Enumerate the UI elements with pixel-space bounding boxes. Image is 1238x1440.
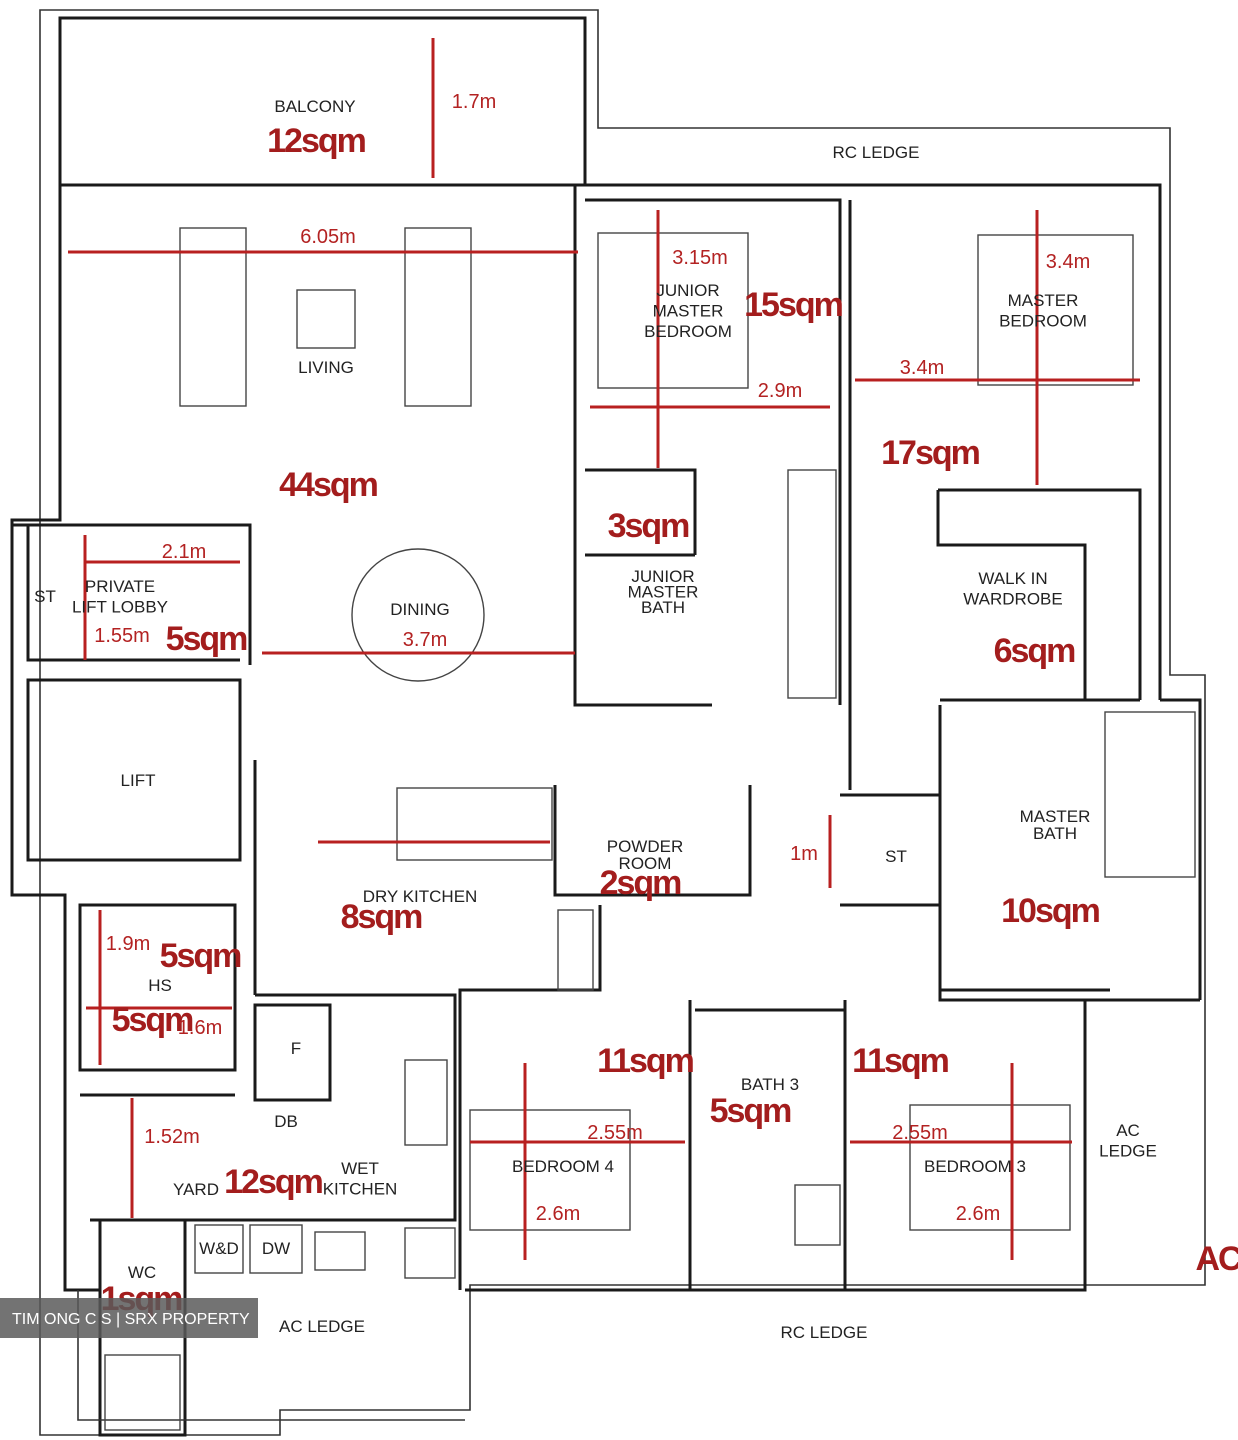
label-line: POWDER <box>607 837 684 856</box>
area-bath3: 5sqm <box>710 1092 792 1130</box>
label-line: BEDROOM <box>644 322 732 341</box>
label-line: LEDGE <box>1099 1141 1157 1160</box>
dim-bed4-depth: 2.6m <box>536 1203 580 1225</box>
watermark: TIM ONG C S | SRX PROPERTY <box>0 1298 258 1338</box>
dim-lobby-depth: 1.55m <box>94 625 150 647</box>
dim-bed3-width: 2.55m <box>892 1122 948 1144</box>
label-rc-ledge-bottom: RC LEDGE <box>781 1323 868 1342</box>
label-f: F <box>291 1039 301 1058</box>
dim-lobby-width: 2.1m <box>162 541 206 563</box>
dim-yard-depth: 1.52m <box>144 1126 200 1148</box>
outer-walls <box>10 9 1206 1437</box>
dim-balcony-depth: 1.7m <box>452 91 496 113</box>
label-line: WET <box>341 1159 379 1178</box>
area-bed4: 11sqm <box>597 1042 694 1080</box>
dim-master-width: 3.4m <box>900 357 944 379</box>
label-bath3: BATH 3 <box>741 1075 799 1094</box>
label-line: AC <box>1116 1121 1140 1140</box>
label-lift: LIFT <box>121 771 156 790</box>
label-line: PRIVATE <box>85 577 155 596</box>
label-line: MASTER <box>653 301 724 320</box>
dim-hs-width: 1.6m <box>178 1017 222 1039</box>
area-master: 17sqm <box>881 434 979 472</box>
area-dry-kitchen: 8sqm <box>341 898 423 936</box>
dim-living-width: 6.05m <box>300 226 356 248</box>
label-wd: W&D <box>199 1239 239 1258</box>
area-labels: 12sqm 15sqm 44sqm 17sqm 3sqm 6sqm 5sqm 1… <box>101 122 1102 1318</box>
label-line: BEDROOM <box>999 311 1087 330</box>
label-bedroom4: BEDROOM 4 <box>512 1157 614 1176</box>
area-jmb-bath: 3sqm <box>608 507 690 545</box>
label-dw: DW <box>262 1239 290 1258</box>
area-hs: 5sqm <box>160 937 242 975</box>
label-yard: YARD <box>173 1180 219 1199</box>
label-line: MASTER <box>628 583 699 602</box>
dimension-lines <box>68 38 1140 1260</box>
furniture <box>104 227 1196 1431</box>
interior-walls <box>12 185 1142 1290</box>
label-line: WALK IN <box>978 569 1047 588</box>
label-line: BATH <box>641 598 685 617</box>
label-st-center: ST <box>885 847 907 866</box>
label-line: BATH <box>1033 824 1077 843</box>
dim-jmb-width: 2.9m <box>758 380 802 402</box>
label-hs: HS <box>148 976 172 995</box>
label-rc-ledge-top: RC LEDGE <box>833 143 920 162</box>
area-jmb: 15sqm <box>744 286 842 324</box>
label-line: JUNIOR <box>631 567 694 586</box>
label-wc: WC <box>128 1263 156 1282</box>
dim-jmb-depth: 3.15m <box>672 247 728 269</box>
label-line: ROOM <box>619 854 672 873</box>
label-line: KITCHEN <box>323 1179 398 1198</box>
dim-bed3-depth: 2.6m <box>956 1203 1000 1225</box>
area-master-bath: 10sqm <box>1001 892 1099 930</box>
label-living: LIVING <box>298 358 354 377</box>
label-line: JUNIOR <box>656 281 719 300</box>
watermark-text: TIM ONG C S | SRX PROPERTY <box>12 1311 250 1328</box>
dim-st-depth: 1m <box>790 843 818 865</box>
area-bed3: 11sqm <box>852 1042 949 1080</box>
label-balcony: BALCONY <box>274 97 355 116</box>
label-dry-kitchen: DRY KITCHEN <box>363 887 478 906</box>
label-line: LIFT LOBBY <box>72 597 168 616</box>
area-hs2: 5sqm <box>112 1001 194 1039</box>
dim-dining-width: 3.7m <box>403 629 447 651</box>
dim-hs-depth: 1.9m <box>106 933 150 955</box>
area-lobby: 5sqm <box>166 620 248 658</box>
label-db: DB <box>274 1112 298 1131</box>
label-dining: DINING <box>390 600 450 619</box>
label-line: MASTER <box>1020 807 1091 826</box>
label-st-left: ST <box>34 587 56 606</box>
label-bedroom3: BEDROOM 3 <box>924 1157 1026 1176</box>
dim-master-depth: 3.4m <box>1046 251 1090 273</box>
dim-bed4-width: 2.55m <box>587 1122 643 1144</box>
label-line: WARDROBE <box>963 589 1063 608</box>
label-line: MASTER <box>1008 291 1079 310</box>
label-ac-ledge-bottom: AC LEDGE <box>279 1317 365 1336</box>
area-wet-kitchen: 12sqm <box>224 1163 322 1201</box>
label-ac-side: AC <box>1195 1240 1238 1278</box>
area-balcony: 12sqm <box>267 122 365 160</box>
dimension-labels: 1.7m 6.05m 3.15m 2.9m 3.4m 3.4m 2.1m 1.5… <box>94 91 1090 1225</box>
area-wardrobe: 6sqm <box>994 632 1076 670</box>
area-powder: 2sqm <box>600 864 682 902</box>
area-living: 44sqm <box>279 466 377 504</box>
